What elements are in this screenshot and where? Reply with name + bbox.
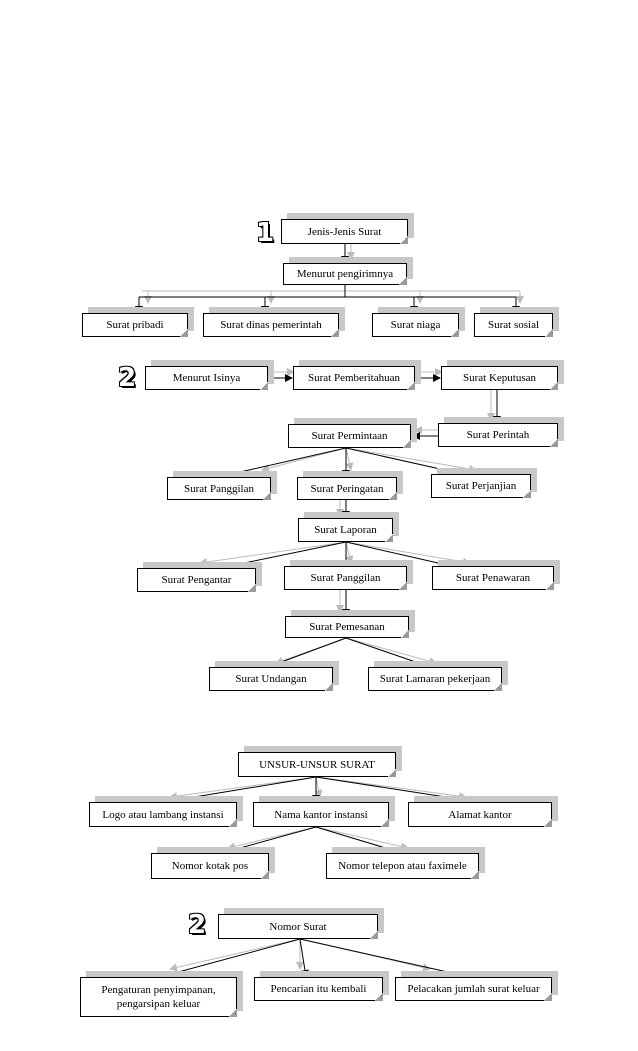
node-surat-penawaran: Surat Penawaran (432, 560, 560, 590)
node-pelacakan-jumlah-surat-keluar: Pelacakan jumlah surat keluar (395, 971, 558, 1001)
node-surat-laporan: Surat Laporan (298, 512, 399, 542)
node-label: Nomor telepon atau faximele (326, 853, 479, 879)
node-label: Surat Pengantar (137, 568, 256, 592)
node-surat-niaga: Surat niaga (372, 307, 465, 337)
connectors-section-1 (135, 244, 524, 314)
node-label: Surat Perintah (438, 423, 558, 447)
node-nama-kantor-instansi: Nama kantor instansi (253, 796, 395, 827)
node-label: Surat dinas pemerintah (203, 313, 339, 337)
node-label: Nomor kotak pos (151, 853, 269, 879)
node-label: Surat Undangan (209, 667, 333, 691)
node-label: Logo atau lambang instansi (89, 802, 237, 827)
node-surat-panggilan-2: Surat Panggilan (284, 560, 413, 590)
node-pengaturan-penyimpanan: Pengaturan penyimpanan, pengarsipan kelu… (80, 971, 243, 1017)
node-label: Pengaturan penyimpanan, pengarsipan kelu… (80, 977, 237, 1017)
node-surat-keputusan: Surat Keputusan (441, 360, 564, 390)
node-label: Surat Keputusan (441, 366, 558, 390)
node-surat-pengantar: Surat Pengantar (137, 562, 262, 592)
node-logo-atau-lambang-instansi: Logo atau lambang instansi (89, 796, 243, 827)
node-surat-dinas-pemerintah: Surat dinas pemerintah (203, 307, 345, 337)
node-surat-undangan: Surat Undangan (209, 661, 339, 691)
node-label: Nomor Surat (218, 914, 378, 939)
node-label: Pencarian itu kembali (254, 977, 383, 1001)
node-label: Menurut pengirimnya (283, 263, 407, 285)
node-label: Surat Laporan (298, 518, 393, 542)
node-label: Surat Permintaan (288, 424, 411, 448)
node-label: Surat Panggilan (284, 566, 407, 590)
node-surat-panggilan-1: Surat Panggilan (167, 471, 277, 500)
node-menurut-pengirimnya: Menurut pengirimnya (283, 257, 413, 285)
node-label: Nama kantor instansi (253, 802, 389, 827)
node-surat-perintah: Surat Perintah (438, 417, 564, 447)
node-label: Surat sosial (474, 313, 553, 337)
node-surat-permintaan: Surat Permintaan (288, 418, 417, 448)
section-badge-3: 2 (188, 910, 207, 940)
node-surat-pemesanan: Surat Pemesanan (285, 610, 415, 638)
node-menurut-isinya: Menurut Isinya (145, 360, 274, 390)
node-label: Menurut Isinya (145, 366, 268, 390)
node-label: Surat niaga (372, 313, 459, 337)
node-label: Alamat kantor (408, 802, 552, 827)
node-alamat-kantor: Alamat kantor (408, 796, 558, 827)
node-label: Surat Peringatan (297, 477, 397, 500)
connectors-section-4 (159, 938, 471, 980)
section-badge-1: 1 (256, 218, 275, 248)
node-surat-pemberitahuan: Surat Pemberitahuan (293, 360, 421, 390)
node-jenis-jenis-surat: Jenis-Jenis Surat (281, 213, 414, 244)
node-surat-sosial: Surat sosial (474, 307, 559, 337)
node-label: Surat Pemberitahuan (293, 366, 415, 390)
node-nomor-telepon-atau-faximele: Nomor telepon atau faximele (326, 847, 485, 879)
node-label: Surat Perjanjian (431, 474, 531, 498)
node-label: UNSUR-UNSUR SURAT (238, 752, 396, 777)
section-badge-2: 2 (118, 363, 137, 393)
node-label: Surat pribadi (82, 313, 188, 337)
node-surat-perjanjian: Surat Perjanjian (431, 468, 537, 498)
node-label: Surat Pemesanan (285, 616, 409, 638)
node-pencarian-itu-kembali: Pencarian itu kembali (254, 971, 389, 1001)
node-unsur-unsur-surat: UNSUR-UNSUR SURAT (238, 746, 402, 777)
node-label: Pelacakan jumlah surat keluar (395, 977, 552, 1001)
node-surat-peringatan: Surat Peringatan (297, 471, 403, 500)
node-label: Surat Lamaran pekerjaan (368, 667, 502, 691)
node-nomor-surat: Nomor Surat (218, 908, 384, 939)
node-surat-lamaran-pekerjaan: Surat Lamaran pekerjaan (368, 661, 508, 691)
node-surat-pribadi: Surat pribadi (82, 307, 194, 337)
node-label: Jenis-Jenis Surat (281, 219, 408, 244)
node-nomor-kotak-pos: Nomor kotak pos (151, 847, 275, 879)
node-label: Surat Panggilan (167, 477, 271, 500)
node-label: Surat Penawaran (432, 566, 554, 590)
